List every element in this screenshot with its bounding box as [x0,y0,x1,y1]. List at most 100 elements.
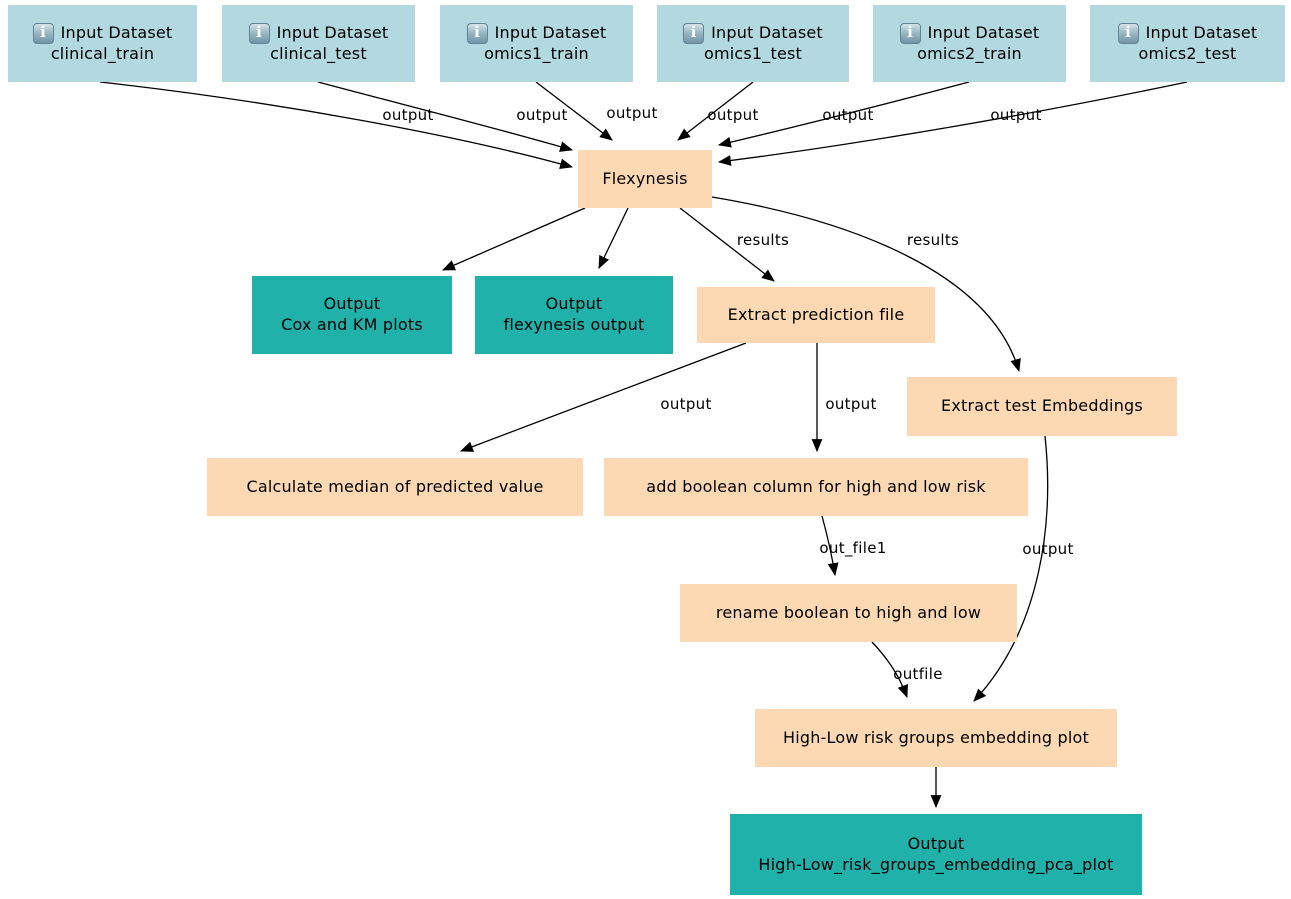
node-label: High-Low risk groups embedding plot [783,727,1089,747]
node-label: Output [545,294,603,314]
info-icon: i [683,22,705,44]
node-label: Output [907,833,965,853]
edge-extract_emb-to-hl_plot [973,435,1049,702]
node-line: Extract test Embeddings [941,396,1143,417]
node-label: rename boolean to high and low [715,602,982,622]
node-label: omics2_test [1138,43,1237,63]
edge-label: outfile [893,665,943,683]
node-label: clinical_test [270,43,367,63]
edge-extract_pred-to-calc_median [459,342,747,452]
edge-label: output [822,106,873,124]
node-label: Cox and KM plots [281,315,423,334]
node-line: rename boolean to high and low [716,603,981,624]
node-label: High-Low_risk_groups_embedding_pca_plot [758,854,1114,874]
edge-add_bool-to-rename_bool [821,515,839,577]
edge-label: output [606,104,657,122]
node-line: Output [324,294,381,315]
node-add-bool: add boolean column for high and low risk [604,458,1028,516]
edge-label: results [737,231,789,249]
node-line: Calculate median of predicted value [246,477,543,498]
node-line: Cox and KM plots [281,315,423,336]
edge-flexynesis-to-out_cox [442,207,586,271]
node-rename-bool: rename boolean to high and low [680,584,1017,642]
edge-in_omics2_test-to-flexynesis [717,81,1188,166]
edge-label: output [990,106,1041,124]
node-label: clinical_train [50,43,155,63]
node-calc-median: Calculate median of predicted value [207,458,583,516]
node-line: flexynesis output [504,315,645,336]
node-line: i Input Dataset [683,22,823,44]
node-extract-emb: Extract test Embeddings [907,377,1177,436]
node-label: Input Dataset [494,22,607,42]
edge-flexynesis-to-extract_pred [679,207,775,282]
node-extract-pred: Extract prediction file [697,287,935,343]
edge-label: output [707,106,758,124]
info-icon: i [1117,22,1139,44]
info-icon: i [248,22,270,44]
edge-label: output [1022,540,1073,558]
edge-label: output [825,395,876,413]
node-line: High-Low risk groups embedding plot [783,728,1089,749]
node-label: Input Dataset [60,22,173,42]
node-label: Extract prediction file [727,304,905,324]
node-label: Input Dataset [711,22,823,42]
edge-flexynesis-to-out_flex [598,207,629,269]
node-line: omics1_train [484,44,589,65]
node-line: omics2_train [917,44,1022,65]
node-label: omics1_test [703,43,803,63]
node-label: Input Dataset [1145,22,1258,42]
node-line: Extract prediction file [728,305,905,326]
node-line: i Input Dataset [248,22,389,44]
edge-in_omics1_train-to-flexynesis [535,81,613,141]
edge-label: output [516,106,567,124]
node-label: add boolean column for high and low risk [646,476,986,496]
edge-flexynesis-to-extract_emb [711,196,1021,373]
info-icon: i [466,22,488,44]
node-label: Input Dataset [276,22,389,42]
info-icon: i [899,22,921,44]
node-line: i Input Dataset [466,22,607,44]
node-line: Output [546,294,603,315]
node-label: Input Dataset [927,22,1040,42]
edge-in_clinical_test-to-flexynesis [317,81,574,152]
edge-label: results [907,231,959,249]
edge-label: output [382,106,433,124]
node-line: i Input Dataset [899,22,1040,44]
node-line: High-Low_risk_groups_embedding_pca_plot [758,855,1113,876]
node-label: omics2_train [917,43,1022,63]
node-line: clinical_test [270,44,367,65]
node-line: Flexynesis [602,169,687,190]
node-line: add boolean column for high and low risk [646,477,986,498]
node-line: i Input Dataset [1117,22,1258,44]
edge-in_omics1_test-to-flexynesis [677,81,754,141]
node-label: omics1_train [484,43,589,63]
node-line: omics2_test [1138,44,1236,65]
node-label: Calculate median of predicted value [246,476,544,496]
node-line: clinical_train [51,44,154,65]
edge-in_omics2_train-to-flexynesis [717,81,970,148]
edge-rename_bool-to-hl_plot [871,641,908,699]
edge-label: output [660,395,711,413]
node-flexynesis: Flexynesis [578,150,712,208]
node-label: Output [323,294,381,314]
edge-in_clinical_train-to-flexynesis [99,81,574,170]
node-label: flexynesis output [503,315,645,334]
node-hl-plot: High-Low risk groups embedding plot [755,709,1117,767]
node-label: Extract test Embeddings [941,396,1143,416]
node-line: omics1_test [704,44,802,65]
edge-label: out_file1 [819,539,886,558]
node-label: Flexynesis [602,168,688,188]
node-line: Output [908,834,965,855]
